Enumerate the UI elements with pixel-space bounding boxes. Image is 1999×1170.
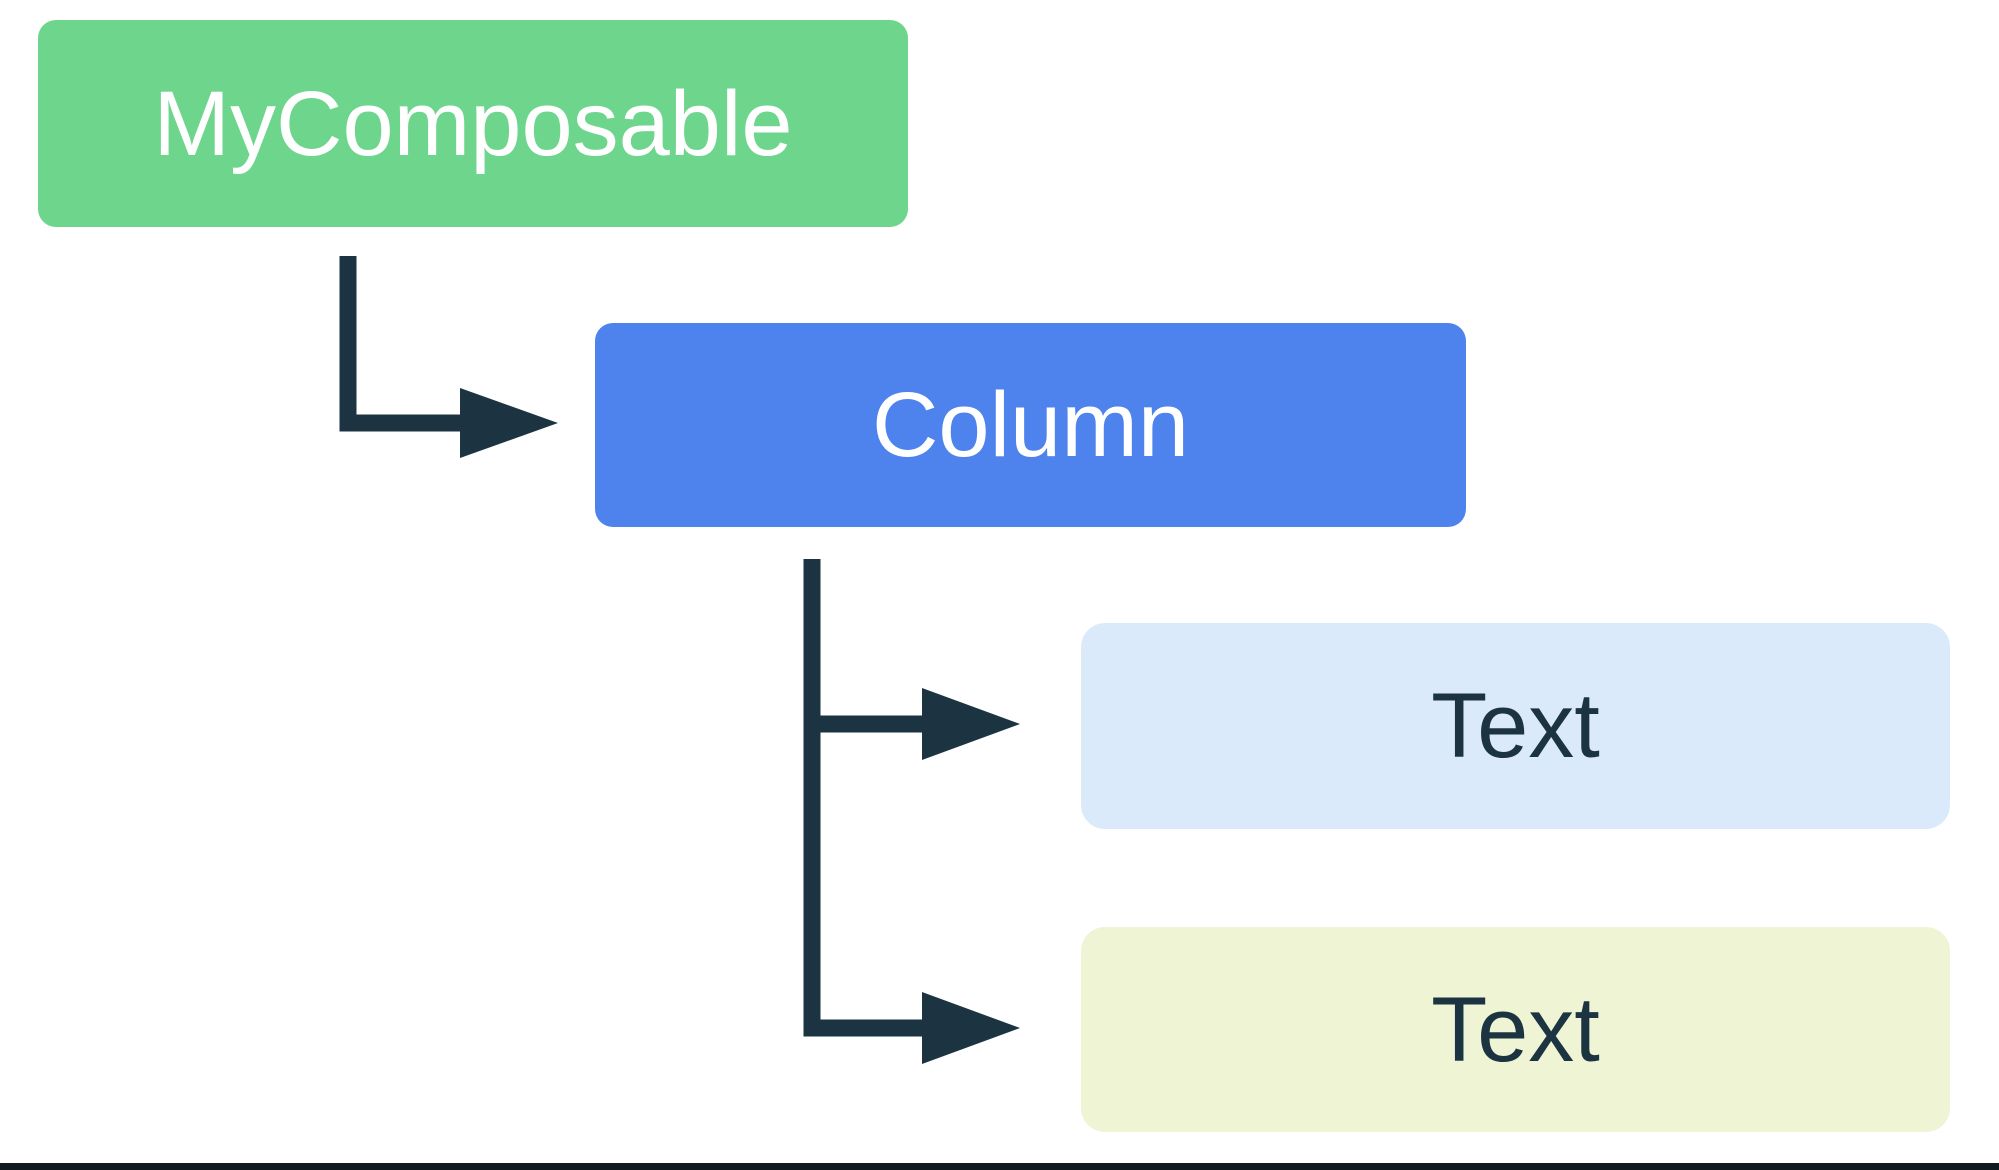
arrowhead-icon-text2: [922, 992, 1020, 1064]
node-text-first-label: Text: [1431, 675, 1600, 777]
edge-mycomposable-to-column: [339, 256, 462, 432]
arrowhead-icon-text1: [922, 688, 1020, 760]
node-column-label: Column: [871, 374, 1189, 476]
bottom-border-line: [0, 1163, 1999, 1170]
arrowhead-icon-column: [460, 388, 558, 458]
node-mycomposable: MyComposable: [38, 20, 908, 227]
node-text-second-label: Text: [1431, 978, 1600, 1081]
node-column: Column: [595, 323, 1466, 527]
edge-column-to-text2: [803, 559, 925, 1037]
node-mycomposable-label: MyComposable: [153, 72, 793, 175]
node-text-first: Text: [1081, 623, 1950, 829]
node-text-second: Text: [1081, 927, 1950, 1132]
